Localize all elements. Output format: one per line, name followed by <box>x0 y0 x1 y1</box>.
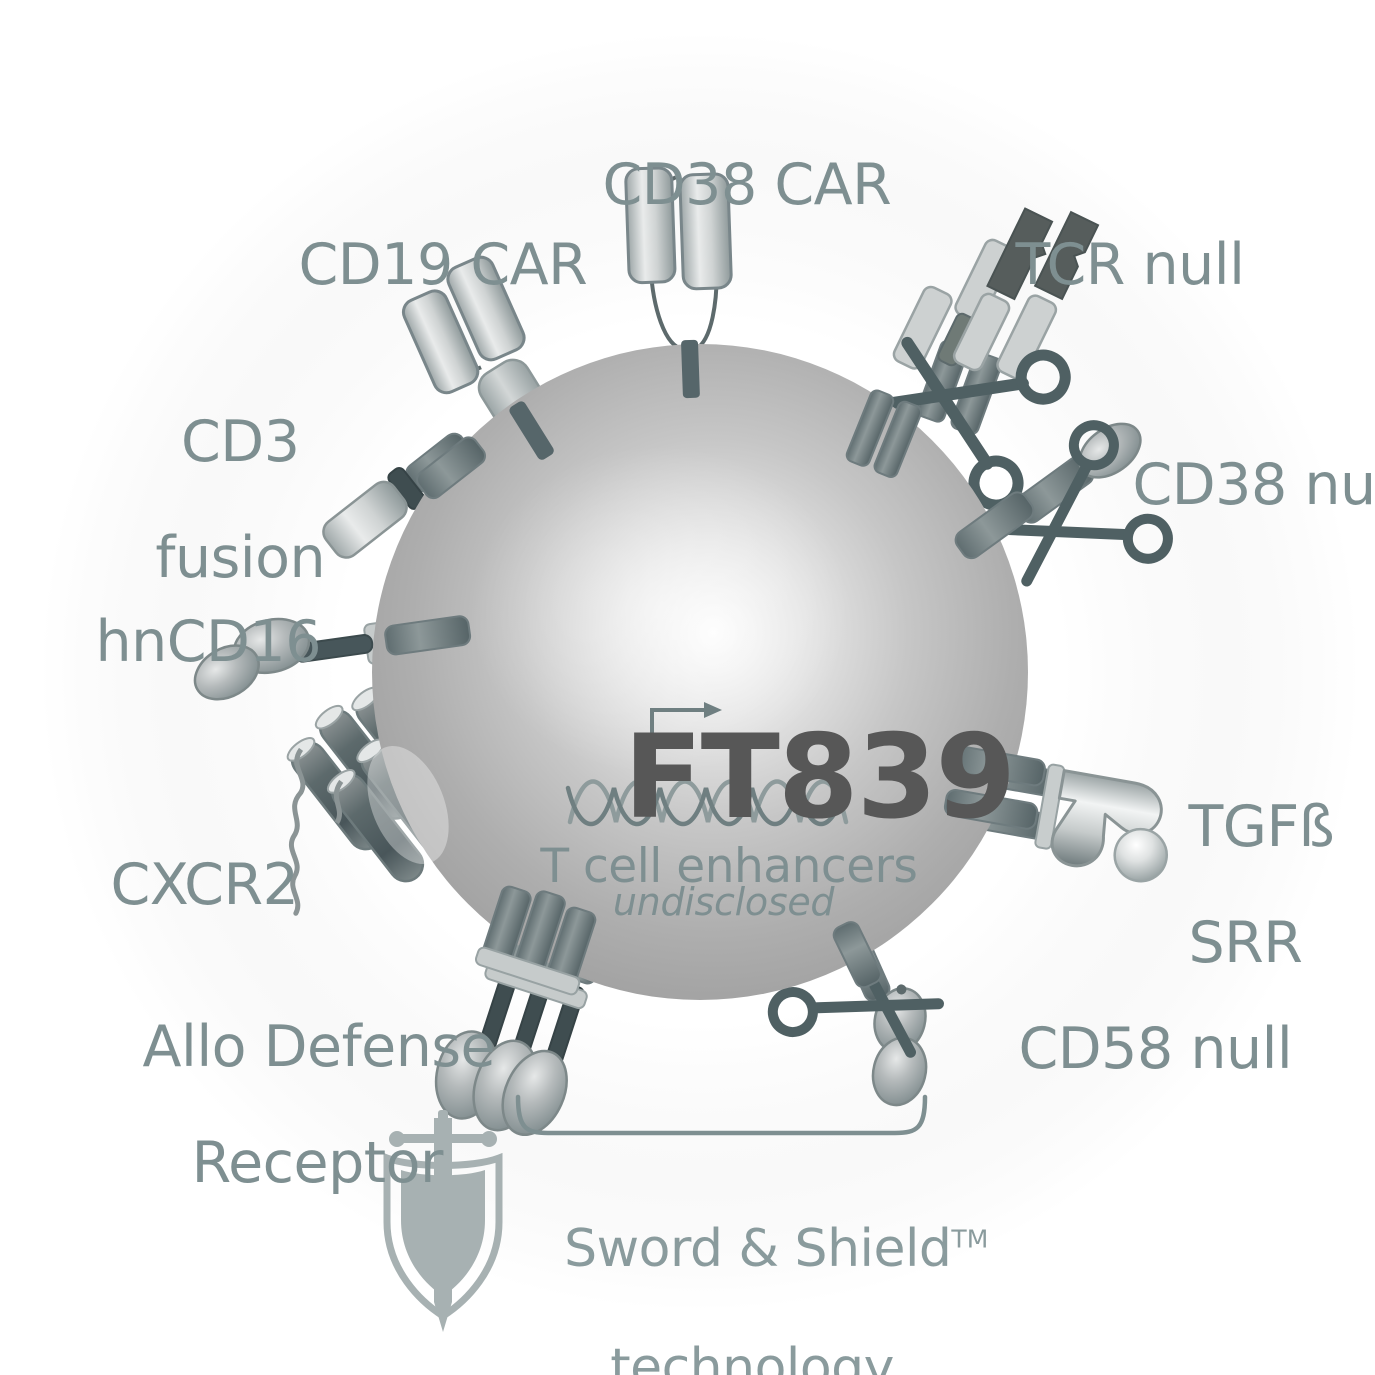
page-title: FT839 <box>470 575 1017 980</box>
label-cd38-car-text: CD38 CAR <box>602 152 892 219</box>
product-name-text: FT839 <box>623 710 1017 845</box>
label-hncd16-text: hnCD16 <box>95 609 321 676</box>
membrane-anchors <box>367 339 1046 996</box>
label-cd38-null-text: CD38 null <box>1132 452 1375 519</box>
label-cd58-null-text: CD58 null <box>1018 1016 1293 1083</box>
label-cd58-null: CD58 null <box>948 962 1292 1136</box>
label-allo-defense-line2: Receptor <box>191 1130 444 1197</box>
label-tgfb-srr-line1: TGFß <box>1188 794 1335 861</box>
label-tgfb-srr-line2: SRR <box>1188 910 1303 977</box>
tcr-null-icon <box>873 207 1100 511</box>
enhancer-label: T cell enhancers <box>450 784 950 949</box>
label-allo-defense-receptor: Allo Defense Receptor <box>72 960 496 1251</box>
label-cd19-car: CD19 CAR <box>228 178 587 352</box>
label-cxcr2-text: CXCR2 <box>110 852 299 919</box>
label-hncd16: hnCD16 <box>25 555 321 729</box>
sword-and-shield-icon <box>383 1110 503 1332</box>
sword-shield-caption: Sword & ShieldTM technology <box>500 1160 988 1375</box>
label-tgfb-srr: TGFß SRR <box>1118 740 1334 1031</box>
label-cd38-null: CD38 null <box>1062 398 1375 572</box>
sword-shield-bracket <box>515 1094 928 1136</box>
sword-shield-line2: technology <box>610 1338 894 1375</box>
label-cd38-car: CD38 CAR <box>532 98 891 272</box>
label-cxcr2: CXCR2 <box>40 798 298 972</box>
sword-shield-line1: Sword & Shield <box>564 1218 952 1279</box>
enhancer-status: undisclosed <box>450 836 950 968</box>
label-cd3-fusion: CD3 fusion <box>60 355 350 646</box>
dna-helix-promoter-icon <box>565 702 849 826</box>
enhancer-label-text: T cell enhancers <box>540 839 918 894</box>
label-cd19-car-text: CD19 CAR <box>298 232 588 299</box>
scissors-icon <box>991 420 1173 587</box>
label-cd3-fusion-line1: CD3 <box>181 409 300 476</box>
cd38-null-icon <box>991 420 1173 587</box>
enhancer-status-text: undisclosed <box>612 880 835 924</box>
cell-body <box>372 344 1028 1000</box>
label-cd3-fusion-line2: fusion <box>155 525 326 592</box>
label-tcr-null-text: TCR null <box>1015 232 1245 299</box>
trademark-symbol: TM <box>951 1224 989 1254</box>
label-allo-defense-line1: Allo Defense <box>142 1014 496 1081</box>
label-tcr-null: TCR null <box>945 178 1244 352</box>
